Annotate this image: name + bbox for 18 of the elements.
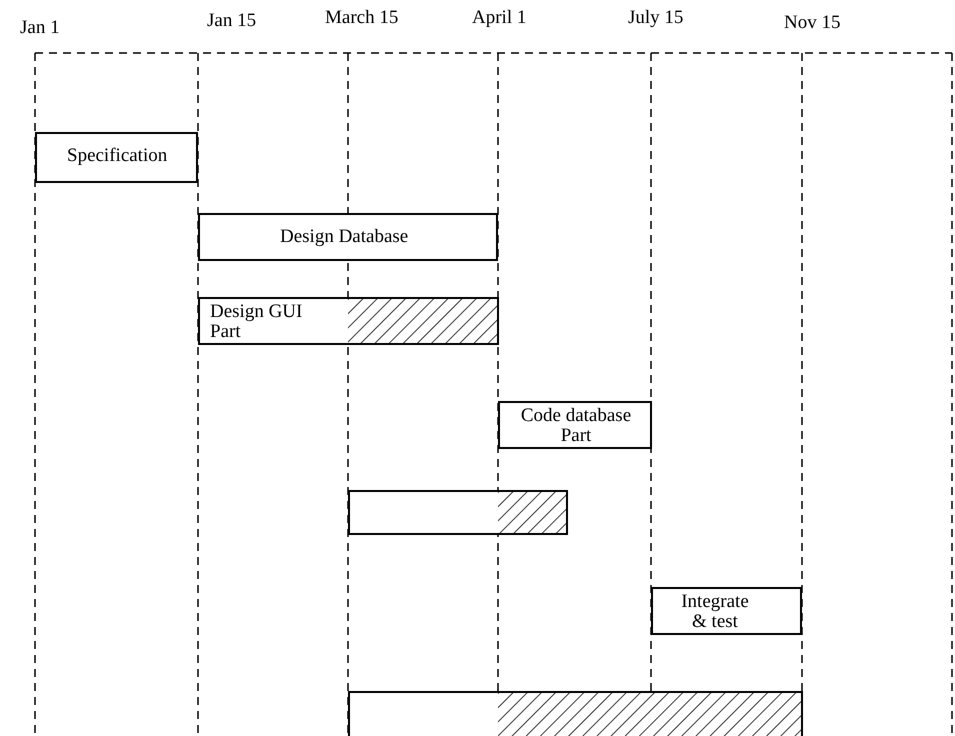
- task-bar: [35, 132, 198, 183]
- task-label: Design GUI Part: [210, 302, 304, 342]
- task-label: Integrate & test: [680, 592, 750, 632]
- date-label: Jan 15: [207, 10, 256, 32]
- date-label: April 1: [472, 7, 526, 29]
- task-bar: [348, 691, 803, 736]
- date-label: Nov 15: [784, 12, 840, 34]
- task-label: Specification: [67, 146, 168, 166]
- task-label: Code database Part: [520, 406, 632, 446]
- task-bar: [198, 297, 499, 345]
- date-label: July 15: [628, 7, 684, 29]
- date-label: March 15: [325, 7, 398, 29]
- task-bar: [348, 490, 568, 535]
- task-bar: [498, 401, 652, 449]
- task-bar: [651, 587, 802, 635]
- task-bar: [198, 213, 498, 261]
- task-label: Design Database: [280, 227, 410, 247]
- date-label: Jan 1: [20, 17, 60, 39]
